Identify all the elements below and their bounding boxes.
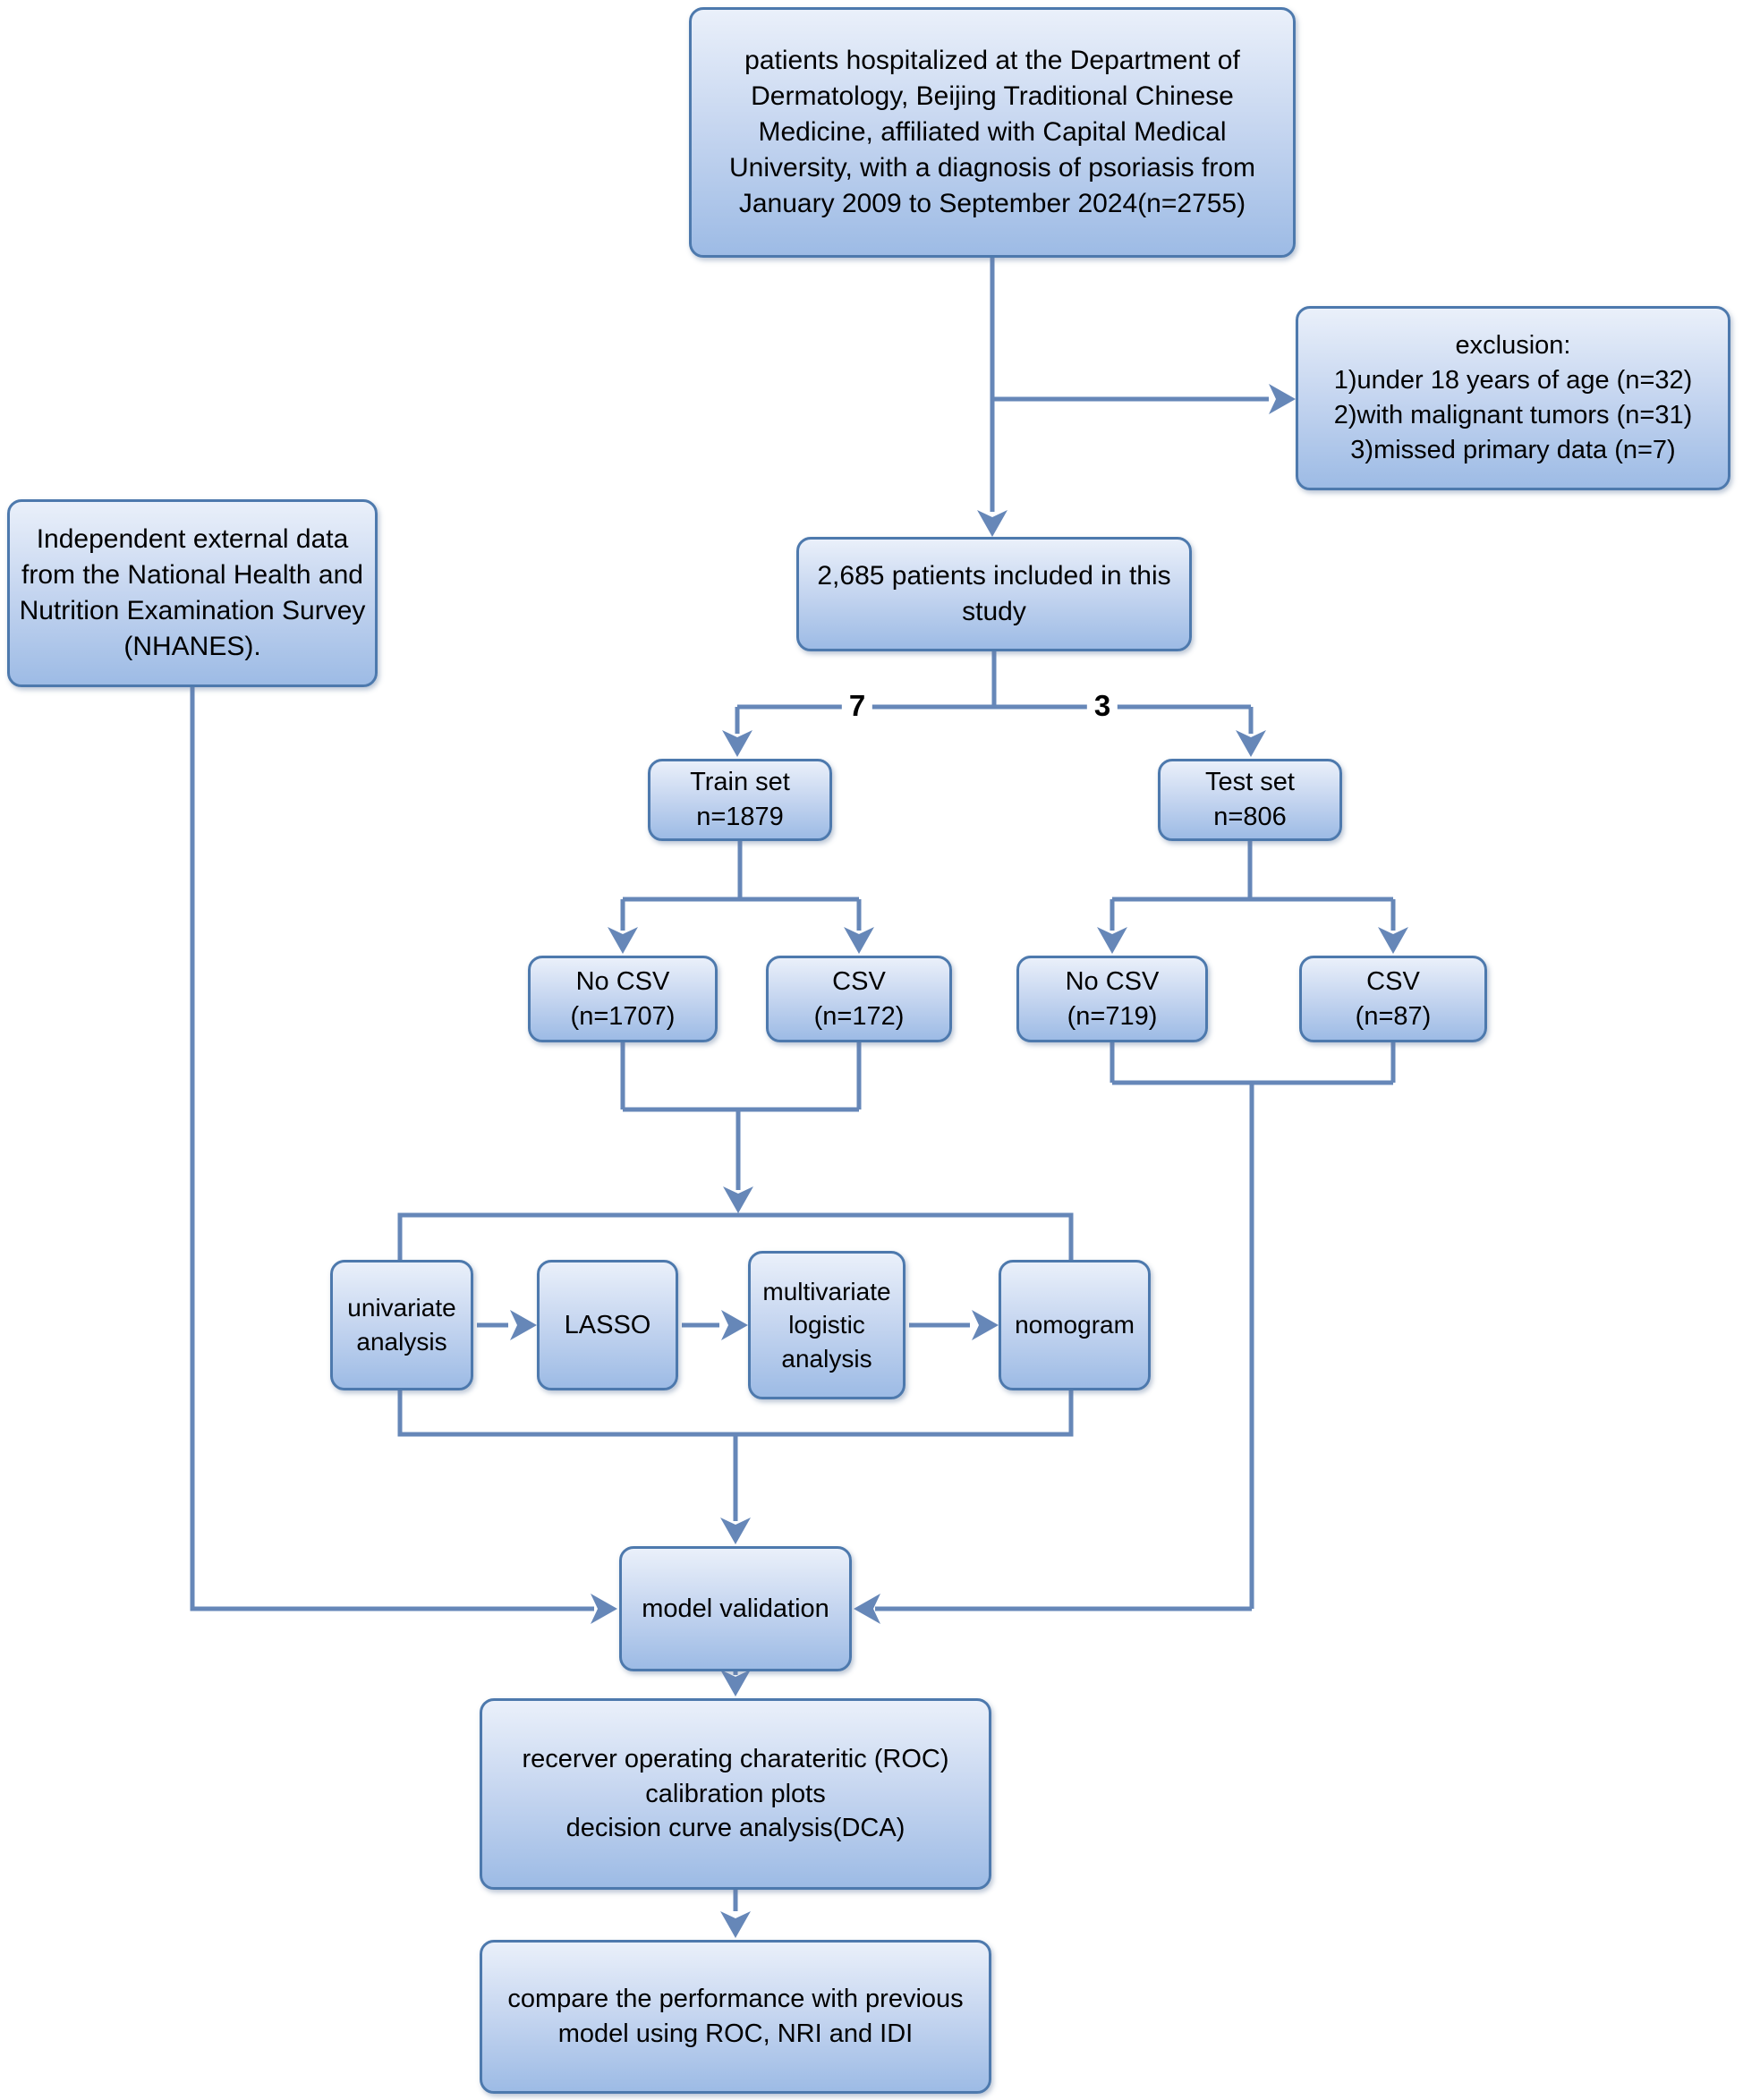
- node-compare-performance: compare the performance with previous mo…: [480, 1940, 991, 2094]
- exclusion-title: exclusion:: [1455, 331, 1571, 361]
- split-ratio-test: 3: [1086, 689, 1118, 723]
- connector-test-merge-to-validation: [854, 1042, 1396, 1624]
- train-no-csv-label: No CSV: [575, 966, 670, 996]
- node-multivariate-logistic: multivariate logistic analysis: [748, 1251, 906, 1399]
- train-count: n=1879: [696, 803, 784, 831]
- node-test-csv: CSV (n=87): [1299, 956, 1487, 1042]
- node-nomogram: nomogram: [999, 1260, 1151, 1390]
- node-nhanes-external-data: Independent external data from the Natio…: [7, 499, 378, 687]
- nomogram-text: nomogram: [1015, 1311, 1135, 1339]
- test-no-csv-count: (n=719): [1067, 1001, 1158, 1031]
- train-no-csv-count: (n=1707): [570, 1001, 676, 1031]
- connector-train-subsplit: [608, 841, 874, 954]
- node-univariate-analysis: univariate analysis: [330, 1260, 473, 1390]
- node-train-csv: CSV (n=172): [766, 956, 952, 1042]
- exclusion-item: 1)under 18 years of age (n=32): [1333, 366, 1693, 395]
- node-test-set: Test set n=806: [1158, 759, 1342, 841]
- split-ratio-train: 7: [841, 689, 873, 723]
- evaluation-text: recerver operating charateritic (ROC) ca…: [522, 1744, 949, 1843]
- node-train-no-csv: No CSV (n=1707): [528, 956, 718, 1042]
- connector-univariate-to-lasso: [477, 1310, 537, 1340]
- train-csv-count: (n=172): [813, 1001, 905, 1031]
- train-csv-label: CSV: [832, 966, 886, 996]
- node-model-validation: model validation: [619, 1546, 852, 1671]
- exclusion-item: 3)missed primary data (n=7): [1350, 435, 1676, 464]
- connector-source-to-exclusion: [992, 384, 1296, 414]
- test-csv-count: (n=87): [1355, 1001, 1432, 1031]
- included-text: 2,685 patients included in this study: [817, 560, 1171, 626]
- test-no-csv-label: No CSV: [1065, 966, 1160, 996]
- connector-multivariate-to-nomogram: [909, 1310, 999, 1340]
- connector-included-split: [722, 651, 1266, 757]
- connector-validation-to-evaluation: [720, 1670, 751, 1696]
- exclusion-item: 2)with malignant tumors (n=31): [1333, 401, 1693, 429]
- connector-source-to-included: [977, 258, 1008, 537]
- node-included-patients: 2,685 patients included in this study: [796, 537, 1192, 651]
- node-test-no-csv: No CSV (n=719): [1016, 956, 1208, 1042]
- train-label: Train set: [690, 768, 790, 797]
- connector-nhanes-to-validation: [190, 687, 617, 1624]
- test-csv-label: CSV: [1366, 966, 1420, 996]
- univariate-text: univariate analysis: [347, 1294, 456, 1356]
- test-label: Test set: [1205, 768, 1295, 797]
- node-lasso: LASSO: [537, 1260, 678, 1390]
- connector-evaluation-to-compare: [720, 1890, 751, 1938]
- node-evaluation-metrics: recerver operating charateritic (ROC) ca…: [480, 1698, 991, 1890]
- connector-lasso-to-multivariate: [682, 1310, 748, 1340]
- node-source-patients: patients hospitalized at the Department …: [689, 7, 1296, 258]
- connector-test-subsplit: [1097, 841, 1408, 954]
- connector-analysis-to-validation: [720, 1434, 751, 1544]
- model-validation-text: model validation: [642, 1594, 829, 1623]
- connector-train-merge-to-analysis: [620, 1042, 862, 1213]
- node-train-set: Train set n=1879: [648, 759, 832, 841]
- test-count: n=806: [1213, 803, 1287, 831]
- lasso-text: LASSO: [564, 1310, 651, 1339]
- node-exclusion: exclusion: 1)under 18 years of age (n=32…: [1296, 306, 1730, 490]
- multivariate-text: multivariate logistic analysis: [762, 1277, 891, 1373]
- nhanes-text: Independent external data from the Natio…: [19, 523, 366, 662]
- compare-text: compare the performance with previous mo…: [507, 1985, 964, 2048]
- source-text: patients hospitalized at the Department …: [729, 45, 1255, 219]
